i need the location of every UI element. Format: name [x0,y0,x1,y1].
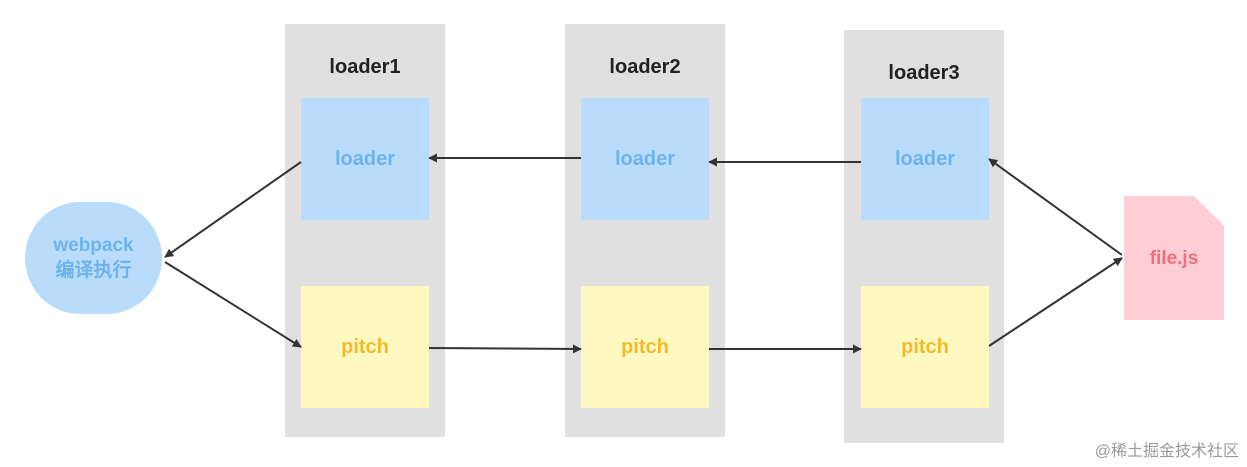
loader2-title: loader2 [609,56,681,78]
webpack-node: webpack 编译执行 [25,202,162,314]
loader3-pitch-box: pitch [861,286,989,408]
loader1-title: loader1 [329,56,401,78]
arrow-pitch3-to-file [988,257,1123,347]
arrow-loader1-to-webpack [164,161,302,258]
loader1-loader-box: loader [301,98,429,220]
webpack-label: webpack [53,235,134,256]
loader2-pitch-box: pitch [581,286,709,408]
loader3-column: loader3 loader pitch [844,30,1004,443]
loader3-title: loader3 [888,62,960,84]
loader1-column: loader1 loader pitch [285,24,445,437]
loader2-loader-box: loader [581,98,709,220]
loader2-column: loader2 loader pitch [565,24,725,437]
arrow-webpack-to-pitch1 [164,261,302,348]
webpack-sublabel: 编译执行 [55,260,132,281]
loader3-loader-box: loader [861,98,989,220]
file-js-node: file.js [1124,196,1224,320]
loader1-pitch-box: pitch [301,286,429,408]
file-js-label: file.js [1149,248,1199,269]
arrow-file-to-loader3 [988,158,1123,256]
watermark: @稀土掘金技术社区 [1094,443,1239,460]
arrow-pitch1-to-pitch2 [428,344,582,354]
